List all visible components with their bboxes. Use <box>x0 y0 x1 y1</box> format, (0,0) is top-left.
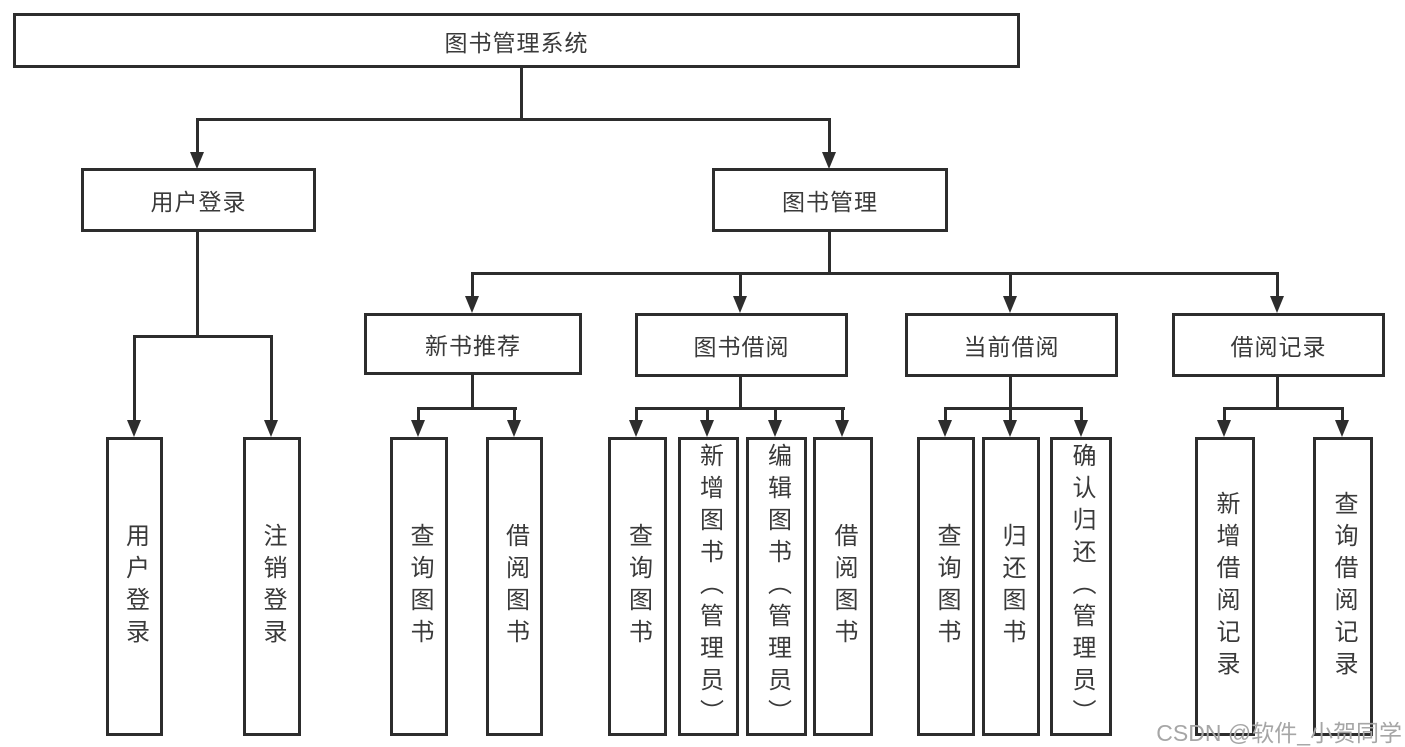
leaf-current-query-label: 查询图书 <box>933 522 960 651</box>
leaf-borrow-add: 新增图书（管理员） <box>678 437 739 736</box>
leaf-newbook-borrow-label: 借阅图书 <box>501 522 529 651</box>
arrowhead-leaf-record-add <box>1217 420 1231 437</box>
leaf-logout-label: 注销登录 <box>259 522 286 651</box>
leaf-borrow-add-label: 新增图书（管理员） <box>695 442 723 731</box>
leaf-confirm-return: 确认归还（管理员） <box>1050 437 1112 736</box>
connector-book-borrow-trunk <box>739 377 742 410</box>
leaf-borrow-query: 查询图书 <box>608 437 667 736</box>
connector-to-leaf-current-query <box>944 407 947 421</box>
connector-to-leaf-record-add <box>1223 407 1226 421</box>
arrowhead-leaf-newbook-query <box>411 420 425 437</box>
node-user-login: 用户登录 <box>81 168 316 232</box>
connector-level3-branch <box>471 272 1279 275</box>
arrowhead-leaf-current-query <box>938 420 952 437</box>
csdn-watermark: CSDN @软件_小贺同学 <box>1156 720 1402 746</box>
leaf-return-book-label: 归还图书 <box>998 522 1025 651</box>
connector-to-leaf-logout <box>270 335 273 421</box>
arrowhead-leaf-newbook-borrow <box>507 420 521 437</box>
connector-to-leaf-confirm-return <box>1080 407 1083 421</box>
arrowhead-leaf-logout <box>264 420 278 437</box>
arrowhead-leaf-record-query <box>1335 420 1349 437</box>
connector-current-borrow-branch <box>944 407 1083 410</box>
arrowhead-leaf-borrow-query <box>629 420 643 437</box>
node-book-mgmt: 图书管理 <box>712 168 948 232</box>
connector-new-book-branch <box>417 407 517 410</box>
connector-new-book-trunk <box>471 375 474 410</box>
node-current-borrow: 当前借阅 <box>905 313 1118 377</box>
leaf-current-query: 查询图书 <box>917 437 975 736</box>
connector-to-current-borrow <box>1009 272 1012 297</box>
leaf-record-add-label: 新增借阅记录 <box>1212 490 1239 683</box>
arrowhead-book-mgmt <box>822 152 836 169</box>
arrowhead-leaf-borrow-edit <box>768 420 782 437</box>
arrowhead-leaf-return-book <box>1003 420 1017 437</box>
connector-to-leaf-borrow-book <box>841 407 844 421</box>
node-root: 图书管理系统 <box>13 13 1020 68</box>
leaf-newbook-query-label: 查询图书 <box>406 522 433 651</box>
arrowhead-new-book <box>465 296 479 313</box>
connector-borrow-record-trunk <box>1276 377 1279 410</box>
node-book-borrow: 图书借阅 <box>635 313 848 377</box>
arrowhead-leaf-borrow-add <box>700 420 714 437</box>
node-user-login-label: 用户登录 <box>150 189 247 215</box>
connector-current-borrow-trunk <box>1009 377 1012 410</box>
connector-level1-branch <box>196 118 831 121</box>
leaf-borrow-book: 借阅图书 <box>813 437 873 736</box>
arrowhead-borrow-record <box>1270 296 1284 313</box>
connector-to-new-book <box>471 272 474 297</box>
leaf-record-query-label: 查询借阅记录 <box>1330 490 1357 683</box>
arrowhead-current-borrow <box>1003 296 1017 313</box>
connector-to-leaf-borrow-edit <box>774 407 777 421</box>
connector-to-book-borrow <box>739 272 742 297</box>
leaf-confirm-return-label: 确认归还（管理员） <box>1068 442 1095 731</box>
connector-to-book-mgmt <box>828 118 831 154</box>
connector-to-borrow-record <box>1276 272 1279 297</box>
leaf-borrow-edit: 编辑图书（管理员） <box>746 437 807 736</box>
leaf-newbook-query: 查询图书 <box>390 437 448 736</box>
arrowhead-leaf-user-login <box>127 420 141 437</box>
leaf-newbook-borrow: 借阅图书 <box>486 437 543 736</box>
leaf-borrow-query-label: 查询图书 <box>624 522 652 651</box>
connector-to-leaf-borrow-add <box>706 407 709 421</box>
connector-to-leaf-newbook-query <box>417 407 420 421</box>
connector-to-leaf-user-login <box>133 335 136 421</box>
node-book-mgmt-label: 图书管理 <box>782 189 878 215</box>
connector-to-leaf-borrow-query <box>635 407 638 421</box>
connector-book-mgmt-trunk <box>828 232 831 275</box>
connector-borrow-record-branch <box>1223 407 1344 410</box>
node-root-label: 图书管理系统 <box>444 29 589 56</box>
leaf-borrow-book-label: 借阅图书 <box>830 522 857 651</box>
arrowhead-leaf-borrow-book <box>835 420 849 437</box>
leaf-borrow-edit-label: 编辑图书（管理员） <box>763 442 791 731</box>
connector-root-trunk <box>520 68 523 121</box>
connector-to-leaf-newbook-borrow <box>513 407 516 421</box>
node-new-book: 新书推荐 <box>364 313 582 375</box>
leaf-user-login-label: 用户登录 <box>121 522 149 651</box>
connector-user-login-trunk <box>196 232 199 338</box>
node-borrow-record-label: 借阅记录 <box>1230 334 1327 360</box>
connector-user-login-branch <box>133 335 273 338</box>
connector-to-leaf-return-book <box>1009 407 1012 421</box>
node-current-borrow-label: 当前借阅 <box>963 334 1060 360</box>
leaf-user-login: 用户登录 <box>106 437 163 736</box>
node-borrow-record: 借阅记录 <box>1172 313 1385 377</box>
arrowhead-user-login <box>190 152 204 169</box>
node-new-book-label: 新书推荐 <box>425 333 521 359</box>
connector-to-user-login <box>196 118 199 154</box>
connector-to-leaf-record-query <box>1341 407 1344 421</box>
leaf-return-book: 归还图书 <box>982 437 1040 736</box>
arrowhead-leaf-confirm-return <box>1074 420 1088 437</box>
leaf-record-add: 新增借阅记录 <box>1195 437 1255 736</box>
node-book-borrow-label: 图书借阅 <box>693 334 790 360</box>
leaf-record-query: 查询借阅记录 <box>1313 437 1373 736</box>
connector-book-borrow-branch <box>635 407 845 410</box>
arrowhead-book-borrow <box>733 296 747 313</box>
leaf-logout: 注销登录 <box>243 437 301 736</box>
